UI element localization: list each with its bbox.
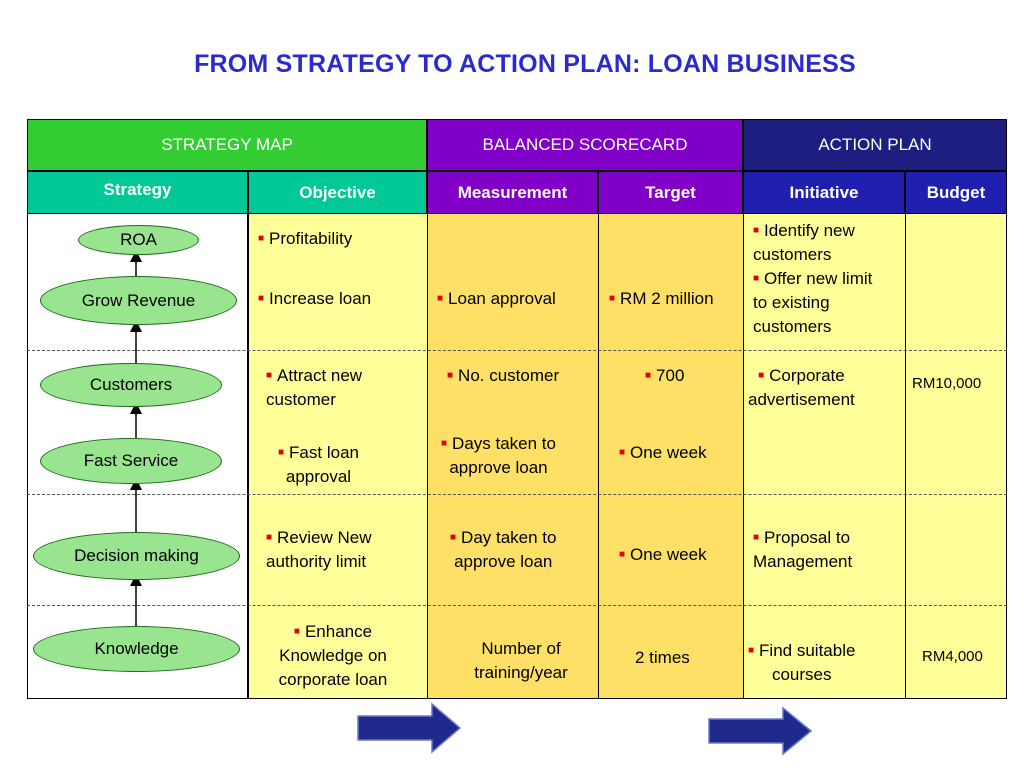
bullet-icon: ■ bbox=[266, 532, 273, 543]
initiative-find-courses: ■Find suitable courses bbox=[748, 641, 856, 684]
objective-attract-customer: ■Attract new customer bbox=[266, 366, 363, 409]
action-plan-header-label: ACTION PLAN bbox=[818, 135, 932, 154]
right-arrow-icon bbox=[708, 706, 813, 756]
bullet-icon: ■ bbox=[258, 233, 265, 244]
initiative-column-label: Initiative bbox=[789, 182, 859, 202]
bullet-icon: ■ bbox=[753, 225, 760, 236]
row-separator bbox=[27, 494, 1007, 495]
objective-column-header: Objective bbox=[248, 171, 427, 214]
measurement-loan-approval: ■Loan approval bbox=[437, 289, 556, 308]
target-2-times: 2 times bbox=[635, 648, 690, 667]
target-column-body bbox=[598, 214, 743, 699]
measurement-day-taken: ■Day taken to approve loan bbox=[450, 528, 557, 571]
target-rm2-million: ■RM 2 million bbox=[609, 289, 714, 308]
bullet-icon: ■ bbox=[609, 293, 616, 304]
decision-making-node-label: Decision making bbox=[74, 546, 199, 565]
measurement-column-body bbox=[427, 214, 598, 699]
objective-column-label: Objective bbox=[299, 182, 376, 202]
target-one-week-2: ■One week bbox=[619, 545, 707, 564]
target-700: ■700 bbox=[645, 366, 685, 385]
strategy-map-header: STRATEGY MAP bbox=[27, 119, 427, 171]
knowledge-node-label: Knowledge bbox=[94, 639, 179, 658]
fast-service-node-label: Fast Service bbox=[83, 451, 179, 470]
action-plan-header: ACTION PLAN bbox=[743, 119, 1007, 171]
row-separator bbox=[27, 350, 1007, 351]
initiative-column-body bbox=[743, 214, 905, 699]
objective-fast-loan-approval: ■Fast loan approval bbox=[278, 443, 359, 486]
bullet-icon: ■ bbox=[758, 370, 765, 381]
bullet-icon: ■ bbox=[619, 549, 626, 560]
customers-node-label: Customers bbox=[89, 375, 173, 394]
measurement-column-label: Measurement bbox=[457, 182, 568, 202]
bullet-icon: ■ bbox=[753, 273, 760, 284]
target-one-week-1: ■One week bbox=[619, 443, 707, 462]
bullet-icon: ■ bbox=[258, 293, 265, 304]
bullet-icon: ■ bbox=[437, 293, 444, 304]
fast-service-node: Fast Service bbox=[40, 438, 222, 484]
budget-column-body bbox=[905, 214, 1007, 699]
bullet-icon: ■ bbox=[450, 532, 457, 543]
budget-column-header: Budget bbox=[905, 171, 1007, 214]
row-separator bbox=[27, 605, 1007, 606]
strategy-column-header: Strategy bbox=[27, 171, 248, 214]
balanced-scorecard-header: BALANCED SCORECARD bbox=[427, 119, 743, 171]
bullet-icon: ■ bbox=[441, 438, 448, 449]
measurement-no-customer: ■No. customer bbox=[447, 366, 560, 385]
initiative-proposal-management: ■Proposal to Management bbox=[753, 528, 853, 571]
grow-revenue-node: Grow Revenue bbox=[40, 276, 237, 325]
budget-column-label: Budget bbox=[926, 182, 986, 202]
bullet-icon: ■ bbox=[645, 370, 652, 381]
objective-profitability: ■Profitability bbox=[258, 229, 353, 248]
knowledge-node: Knowledge bbox=[33, 626, 240, 672]
strategy-map-connectors bbox=[130, 250, 142, 626]
bullet-icon: ■ bbox=[619, 447, 626, 458]
measurement-column-header: Measurement bbox=[427, 171, 598, 214]
roa-node: ROA bbox=[78, 225, 199, 255]
initiative-identify-customers: ■Identify new customers ■Offer new limit… bbox=[753, 221, 873, 336]
bullet-icon: ■ bbox=[266, 370, 273, 381]
page-title: FROM STRATEGY TO ACTION PLAN: LOAN BUSIN… bbox=[194, 50, 856, 78]
roa-node-label: ROA bbox=[120, 230, 157, 249]
initiative-corporate-advertisement: ■Corporate advertisement bbox=[748, 366, 855, 409]
strategy-map-header-label: STRATEGY MAP bbox=[161, 135, 293, 154]
target-column-label: Target bbox=[645, 182, 696, 202]
objective-enhance-knowledge: ■Enhance Knowledge on corporate loan bbox=[278, 622, 388, 689]
budget-rm10000: RM10,000 bbox=[912, 375, 982, 392]
bullet-icon: ■ bbox=[748, 645, 755, 656]
objective-increase-loan: ■Increase loan bbox=[258, 289, 372, 308]
measurement-days-taken: ■Days taken to approve loan bbox=[441, 434, 556, 477]
measurement-number-training: Number of training/year bbox=[474, 639, 568, 682]
initiative-column-header: Initiative bbox=[743, 171, 905, 214]
grow-revenue-node-label: Grow Revenue bbox=[81, 290, 196, 310]
customers-node: Customers bbox=[40, 363, 222, 407]
balanced-scorecard-header-label: BALANCED SCORECARD bbox=[482, 135, 688, 154]
decision-making-node: Decision making bbox=[33, 532, 240, 580]
strategy-column-label: Strategy bbox=[103, 180, 172, 199]
objective-column-body bbox=[248, 214, 427, 699]
objective-review-authority: ■Review New authority limit bbox=[266, 528, 372, 571]
bullet-icon: ■ bbox=[753, 532, 760, 543]
bullet-icon: ■ bbox=[293, 626, 300, 637]
budget-rm4000: RM4,000 bbox=[922, 648, 983, 665]
right-arrow-icon bbox=[357, 702, 462, 754]
bullet-icon: ■ bbox=[447, 370, 454, 381]
target-column-header: Target bbox=[598, 171, 743, 214]
bullet-icon: ■ bbox=[278, 447, 285, 458]
